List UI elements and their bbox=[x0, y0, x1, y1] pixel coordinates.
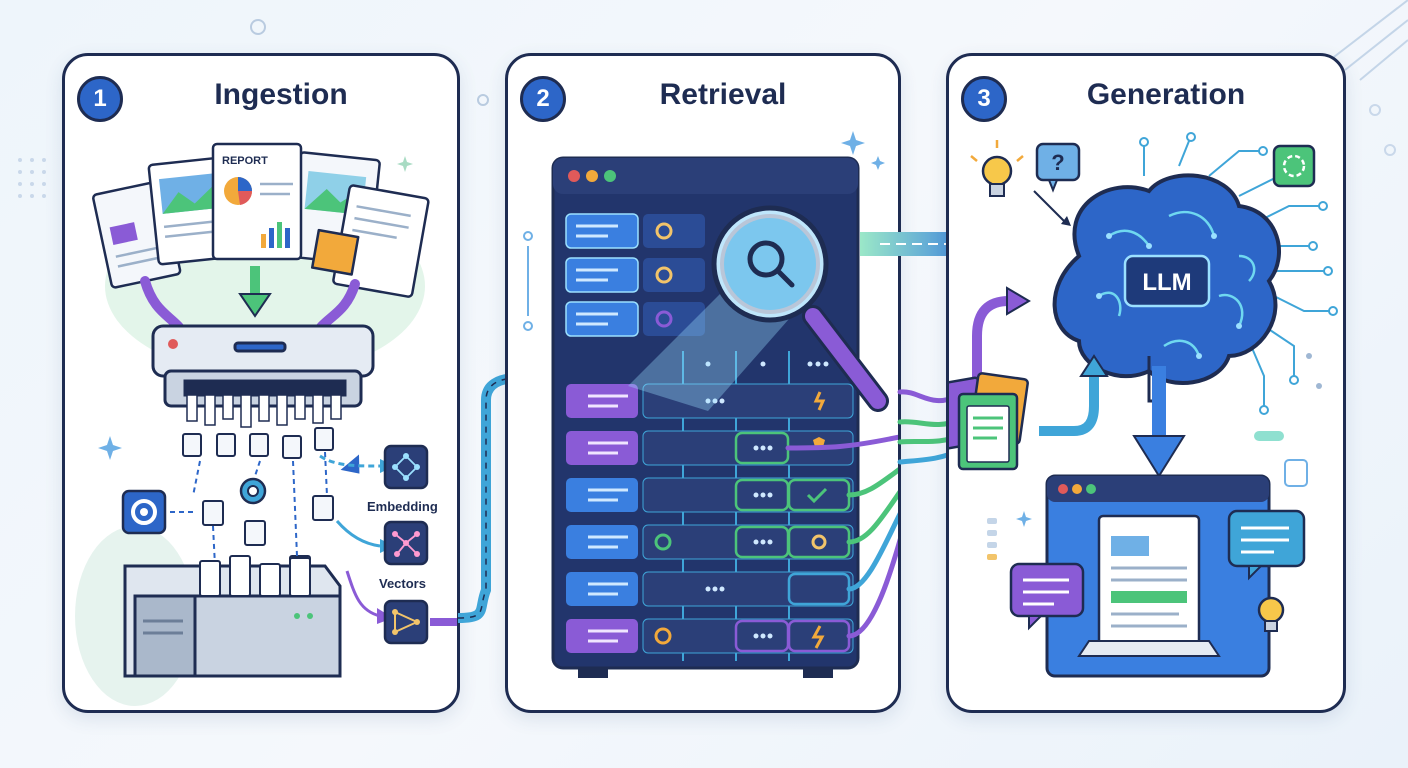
embedding-icon bbox=[383, 444, 429, 490]
retrieval-illustration bbox=[523, 131, 898, 678]
shredder-icon bbox=[151, 324, 375, 428]
generation-panel: 3 Generation ? bbox=[946, 53, 1346, 713]
svg-text:?: ? bbox=[1051, 150, 1064, 175]
settings-gear-icon bbox=[121, 489, 167, 535]
lightbulb-idea-icon bbox=[970, 140, 1024, 197]
vectors-label: Vectors bbox=[379, 576, 426, 591]
embedding-label: Embedding bbox=[367, 499, 438, 514]
ingestion-title: Ingestion bbox=[214, 78, 348, 111]
question-bubble-icon: ? bbox=[1035, 142, 1081, 193]
retrieval-panel: 2 Retrieval bbox=[505, 53, 901, 713]
ingestion-panel: 1 Ingestion bbox=[62, 53, 460, 713]
generated-answer-window-icon bbox=[1045, 474, 1271, 678]
network-icon bbox=[383, 520, 429, 566]
vectors-icon bbox=[383, 599, 429, 645]
retrieval-title: Retrieval bbox=[659, 78, 787, 111]
llm-label: LLM bbox=[1142, 269, 1191, 296]
report-label: REPORT bbox=[222, 155, 268, 167]
chat-bubble-icon bbox=[1227, 509, 1306, 581]
recycle-process-icon bbox=[1272, 144, 1316, 188]
retrieved-documents-icon bbox=[949, 372, 1029, 471]
ingestion-illustration: REPORT bbox=[75, 142, 457, 706]
response-bubble-icon bbox=[1009, 562, 1085, 631]
generation-illustration: ? LLM bbox=[949, 132, 1338, 678]
step-3-badge: 3 bbox=[961, 76, 1007, 122]
magnifying-glass-icon bbox=[711, 205, 889, 412]
step-1-badge: 1 bbox=[77, 76, 123, 122]
generation-title: Generation bbox=[1086, 78, 1246, 111]
filing-cabinet-icon bbox=[123, 555, 342, 678]
llm-brain-icon: LLM bbox=[1052, 173, 1281, 403]
small-lightbulb-icon bbox=[1257, 596, 1285, 632]
step-2-badge: 2 bbox=[520, 76, 566, 122]
documents-stack-icon bbox=[92, 142, 430, 298]
